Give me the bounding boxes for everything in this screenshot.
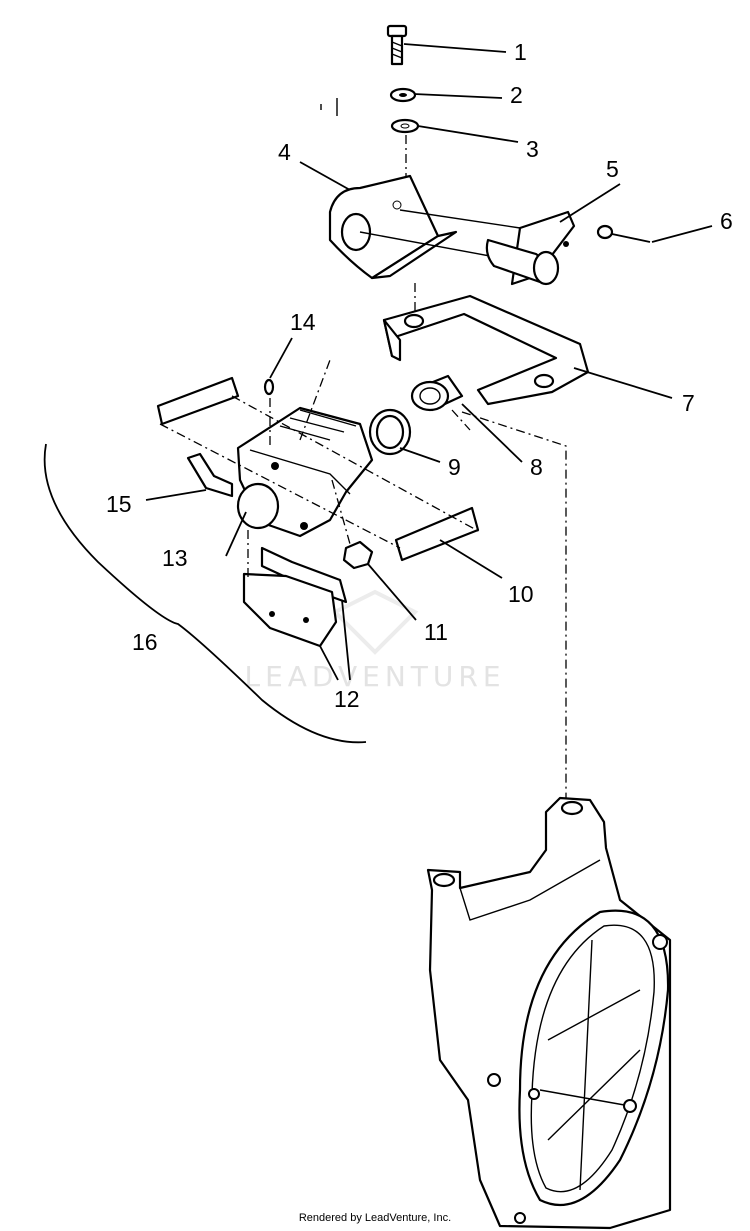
- part-10-pad: [394, 506, 480, 562]
- part-base-chaincase: [426, 796, 672, 1230]
- callout-1: 1: [514, 39, 527, 65]
- callout-3: 3: [526, 136, 539, 162]
- part-7-frame: [382, 294, 590, 406]
- part-3-washer: [390, 118, 420, 134]
- callout-4: 4: [278, 139, 291, 165]
- part-15-fitting: [186, 452, 234, 498]
- callout-7: 7: [682, 390, 695, 416]
- part-14-bleeder: [263, 378, 275, 396]
- callout-2: 2: [510, 82, 523, 108]
- callout-15: 15: [106, 491, 132, 517]
- footer-credit: Rendered by LeadVenture, Inc.: [298, 1212, 452, 1224]
- callout-12: 12: [334, 686, 360, 712]
- part-2-lock-washer: [389, 87, 417, 103]
- part-5-arm: [485, 210, 576, 286]
- callout-5: 5: [606, 156, 619, 182]
- watermark-text: LEADVENTURE: [244, 660, 505, 693]
- leader-lines: [145, 43, 713, 681]
- callout-14: 14: [290, 309, 316, 335]
- part-12-pads: [242, 546, 348, 648]
- callout-9: 9: [448, 454, 461, 480]
- callout-8: 8: [530, 454, 543, 480]
- callout-10: 10: [508, 581, 534, 607]
- callout-6: 6: [720, 208, 733, 234]
- part-pad-upper: [156, 376, 240, 426]
- part-11-nut: [342, 540, 374, 570]
- callout-13: 13: [162, 545, 188, 571]
- part-6-pin: [596, 224, 651, 243]
- callout-11: 11: [424, 619, 448, 645]
- part-4-bracket: [328, 174, 521, 280]
- part-8-piston: [410, 374, 464, 412]
- watermark: LEADVENTURE: [244, 589, 505, 693]
- part-16-bracket-brace: [43, 443, 367, 744]
- dot-marks: [320, 98, 338, 116]
- callout-16: 16: [132, 629, 158, 655]
- part-9-seal: [368, 408, 412, 456]
- part-1-bolt: [386, 24, 408, 66]
